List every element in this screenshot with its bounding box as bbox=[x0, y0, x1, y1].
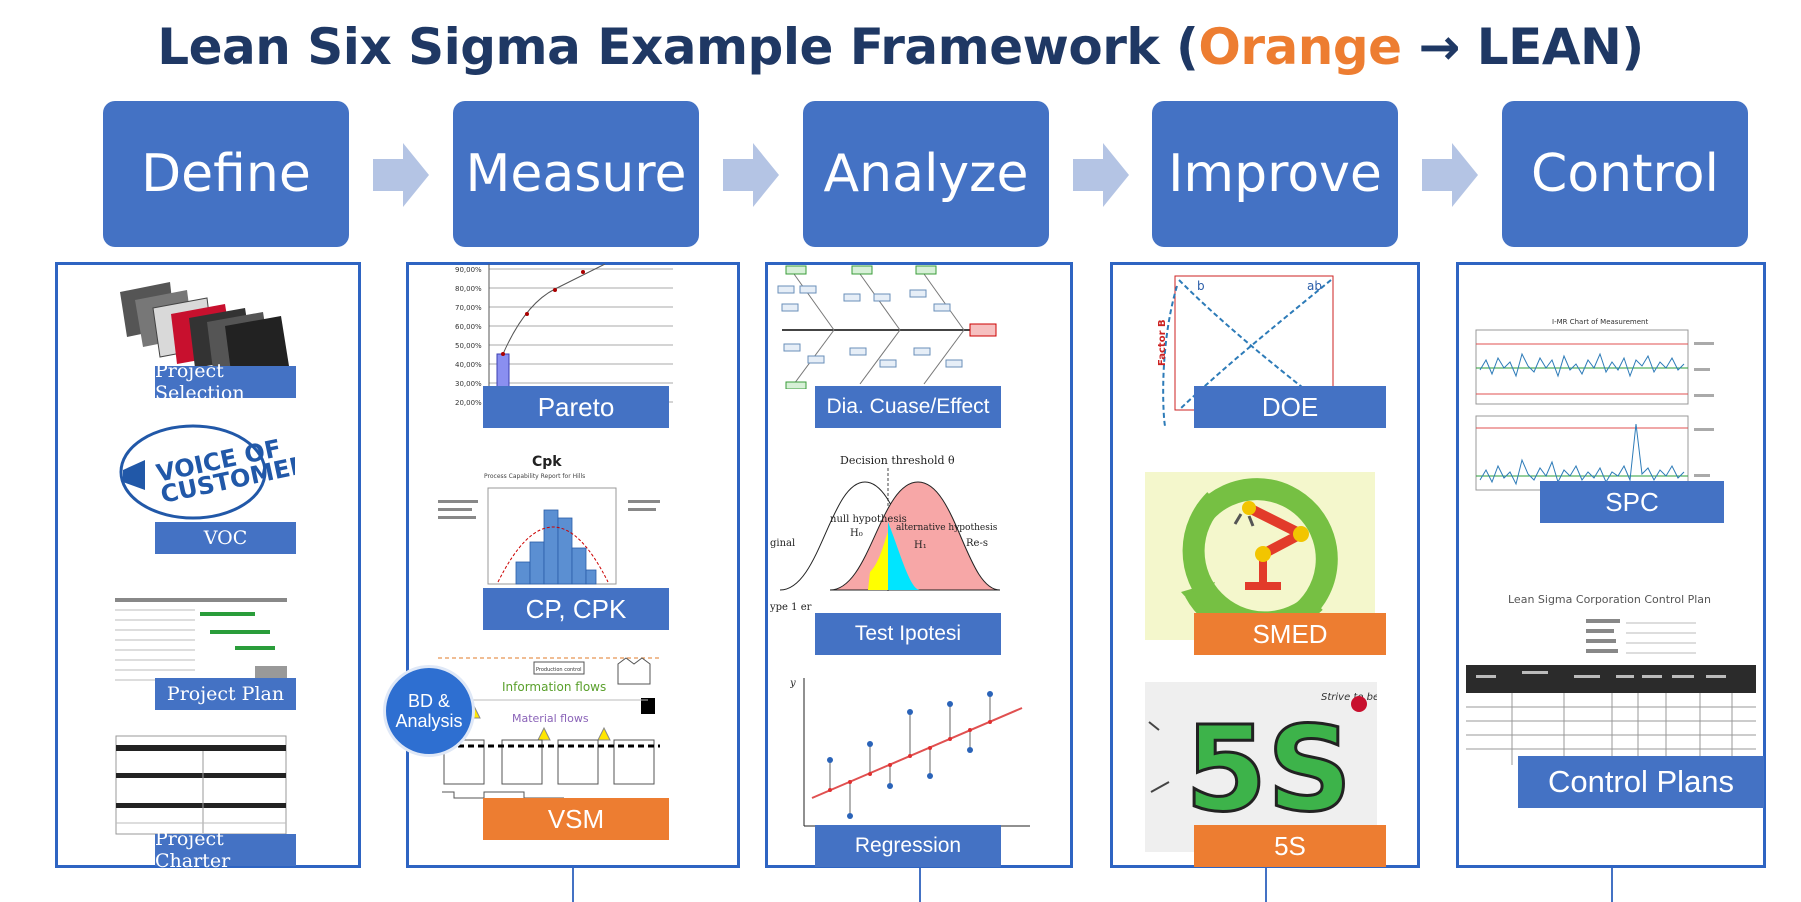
svg-text:Factor B: Factor B bbox=[1157, 319, 1168, 366]
label-5s: 5S bbox=[1194, 825, 1386, 867]
hypothesis-test-chart: Decision threshold θ null hypothesis H₀ … bbox=[770, 454, 1000, 612]
svg-text:y: y bbox=[790, 678, 796, 689]
label-project-plan: Project Plan bbox=[155, 678, 296, 710]
spc-control-chart: I-MR Chart of Measurement bbox=[1475, 318, 1714, 491]
svg-text:alternative hypothesis: alternative hypothesis bbox=[896, 523, 998, 533]
svg-text:Re-s: Re-s bbox=[966, 538, 988, 549]
label-cp-cpk: CP, CPK bbox=[483, 588, 669, 630]
svg-text:Production control: Production control bbox=[536, 667, 582, 673]
project-plan-gantt bbox=[115, 590, 287, 690]
title-prefix: Lean Six Sigma Example Framework ( bbox=[157, 18, 1199, 76]
folders-image bbox=[120, 282, 289, 372]
regression-plot: y bbox=[790, 678, 1030, 827]
label-control-plans: Control Plans bbox=[1518, 756, 1764, 808]
label-regression: Regression bbox=[815, 825, 1001, 867]
cpk-capability-chart: Cpk Process Capability Report for Hills bbox=[438, 454, 660, 585]
arrow-right-icon bbox=[373, 143, 429, 207]
svg-text:30,00%: 30,00% bbox=[455, 380, 482, 388]
svg-text:60,00%: 60,00% bbox=[455, 323, 482, 331]
arrow-right-icon bbox=[1073, 143, 1129, 207]
label-vsm: VSM bbox=[483, 798, 669, 840]
title-suffix: LEAN) bbox=[1476, 18, 1644, 76]
phase-improve: Improve bbox=[1152, 101, 1398, 247]
label-smed: SMED bbox=[1194, 613, 1386, 655]
five-s-logo: 5S Strive to be bbox=[1145, 682, 1377, 852]
svg-text:5S: 5S bbox=[1185, 700, 1352, 838]
label-spc: SPC bbox=[1540, 481, 1724, 523]
connector-line bbox=[1611, 868, 1613, 902]
phase-analyze: Analyze bbox=[803, 101, 1049, 247]
svg-text:H₀: H₀ bbox=[850, 528, 863, 539]
label-voc: VOC bbox=[155, 522, 296, 554]
svg-text:Strive to be: Strive to be bbox=[1321, 692, 1377, 703]
arrow-right-icon bbox=[723, 143, 779, 207]
connector-line bbox=[919, 868, 921, 902]
svg-text:I-MR Chart of Measurement: I-MR Chart of Measurement bbox=[1552, 318, 1648, 326]
svg-text:80,00%: 80,00% bbox=[455, 285, 482, 293]
svg-text:ab: ab bbox=[1307, 279, 1322, 293]
label-pareto: Pareto bbox=[483, 386, 669, 428]
control-plan-table: Lean Sigma Corporation Control Plan bbox=[1466, 593, 1756, 765]
svg-text:H₁: H₁ bbox=[914, 540, 927, 551]
phase-control: Control bbox=[1502, 101, 1748, 247]
svg-text:Material flows: Material flows bbox=[512, 712, 589, 725]
svg-text:b: b bbox=[1197, 279, 1205, 293]
voice-of-customer-logo: VOICE OF CUSTOMER bbox=[119, 424, 295, 520]
svg-text:20,00%: 20,00% bbox=[455, 399, 482, 407]
connector-line bbox=[572, 868, 574, 902]
arrow-right-icon bbox=[1422, 143, 1478, 207]
svg-text:ype 1 er: ype 1 er bbox=[770, 602, 812, 612]
phase-define: Define bbox=[103, 101, 349, 247]
svg-text:Cpk: Cpk bbox=[532, 454, 562, 470]
bd-analysis-badge: BD & Analysis bbox=[383, 665, 475, 757]
title-orange-word: Orange bbox=[1198, 18, 1402, 76]
svg-text:Decision threshold θ: Decision threshold θ bbox=[840, 454, 955, 467]
svg-text:40,00%: 40,00% bbox=[455, 361, 482, 369]
cause-effect-diagram bbox=[777, 265, 997, 389]
svg-text:70,00%: 70,00% bbox=[455, 304, 482, 312]
label-cause-effect: Dia. Cuase/Effect bbox=[815, 386, 1001, 428]
page-title: Lean Six Sigma Example Framework (Orange… bbox=[0, 18, 1801, 76]
title-arrow: → bbox=[1401, 18, 1477, 76]
svg-text:Lean Sigma Corporation Control: Lean Sigma Corporation Control Plan bbox=[1508, 593, 1711, 606]
label-project-selection: Project Selection bbox=[155, 360, 296, 404]
label-doe: DOE bbox=[1194, 386, 1386, 428]
svg-text:Process Capability Report for: Process Capability Report for Hills bbox=[484, 473, 585, 480]
phase-measure: Measure bbox=[453, 101, 699, 247]
svg-text:50,00%: 50,00% bbox=[455, 342, 482, 350]
svg-text:null hypothesis: null hypothesis bbox=[830, 514, 907, 525]
label-test-ipotesi: Test Ipotesi bbox=[815, 613, 1001, 655]
label-project-charter: Project Charter bbox=[155, 828, 296, 872]
vsm-map: Production control Information flows Mat… bbox=[438, 657, 660, 799]
svg-text:90,00%: 90,00% bbox=[455, 266, 482, 274]
connector-line bbox=[1265, 868, 1267, 902]
svg-text:Information flows: Information flows bbox=[502, 680, 606, 694]
project-charter-form bbox=[115, 735, 287, 835]
svg-text:ginal: ginal bbox=[770, 538, 795, 549]
